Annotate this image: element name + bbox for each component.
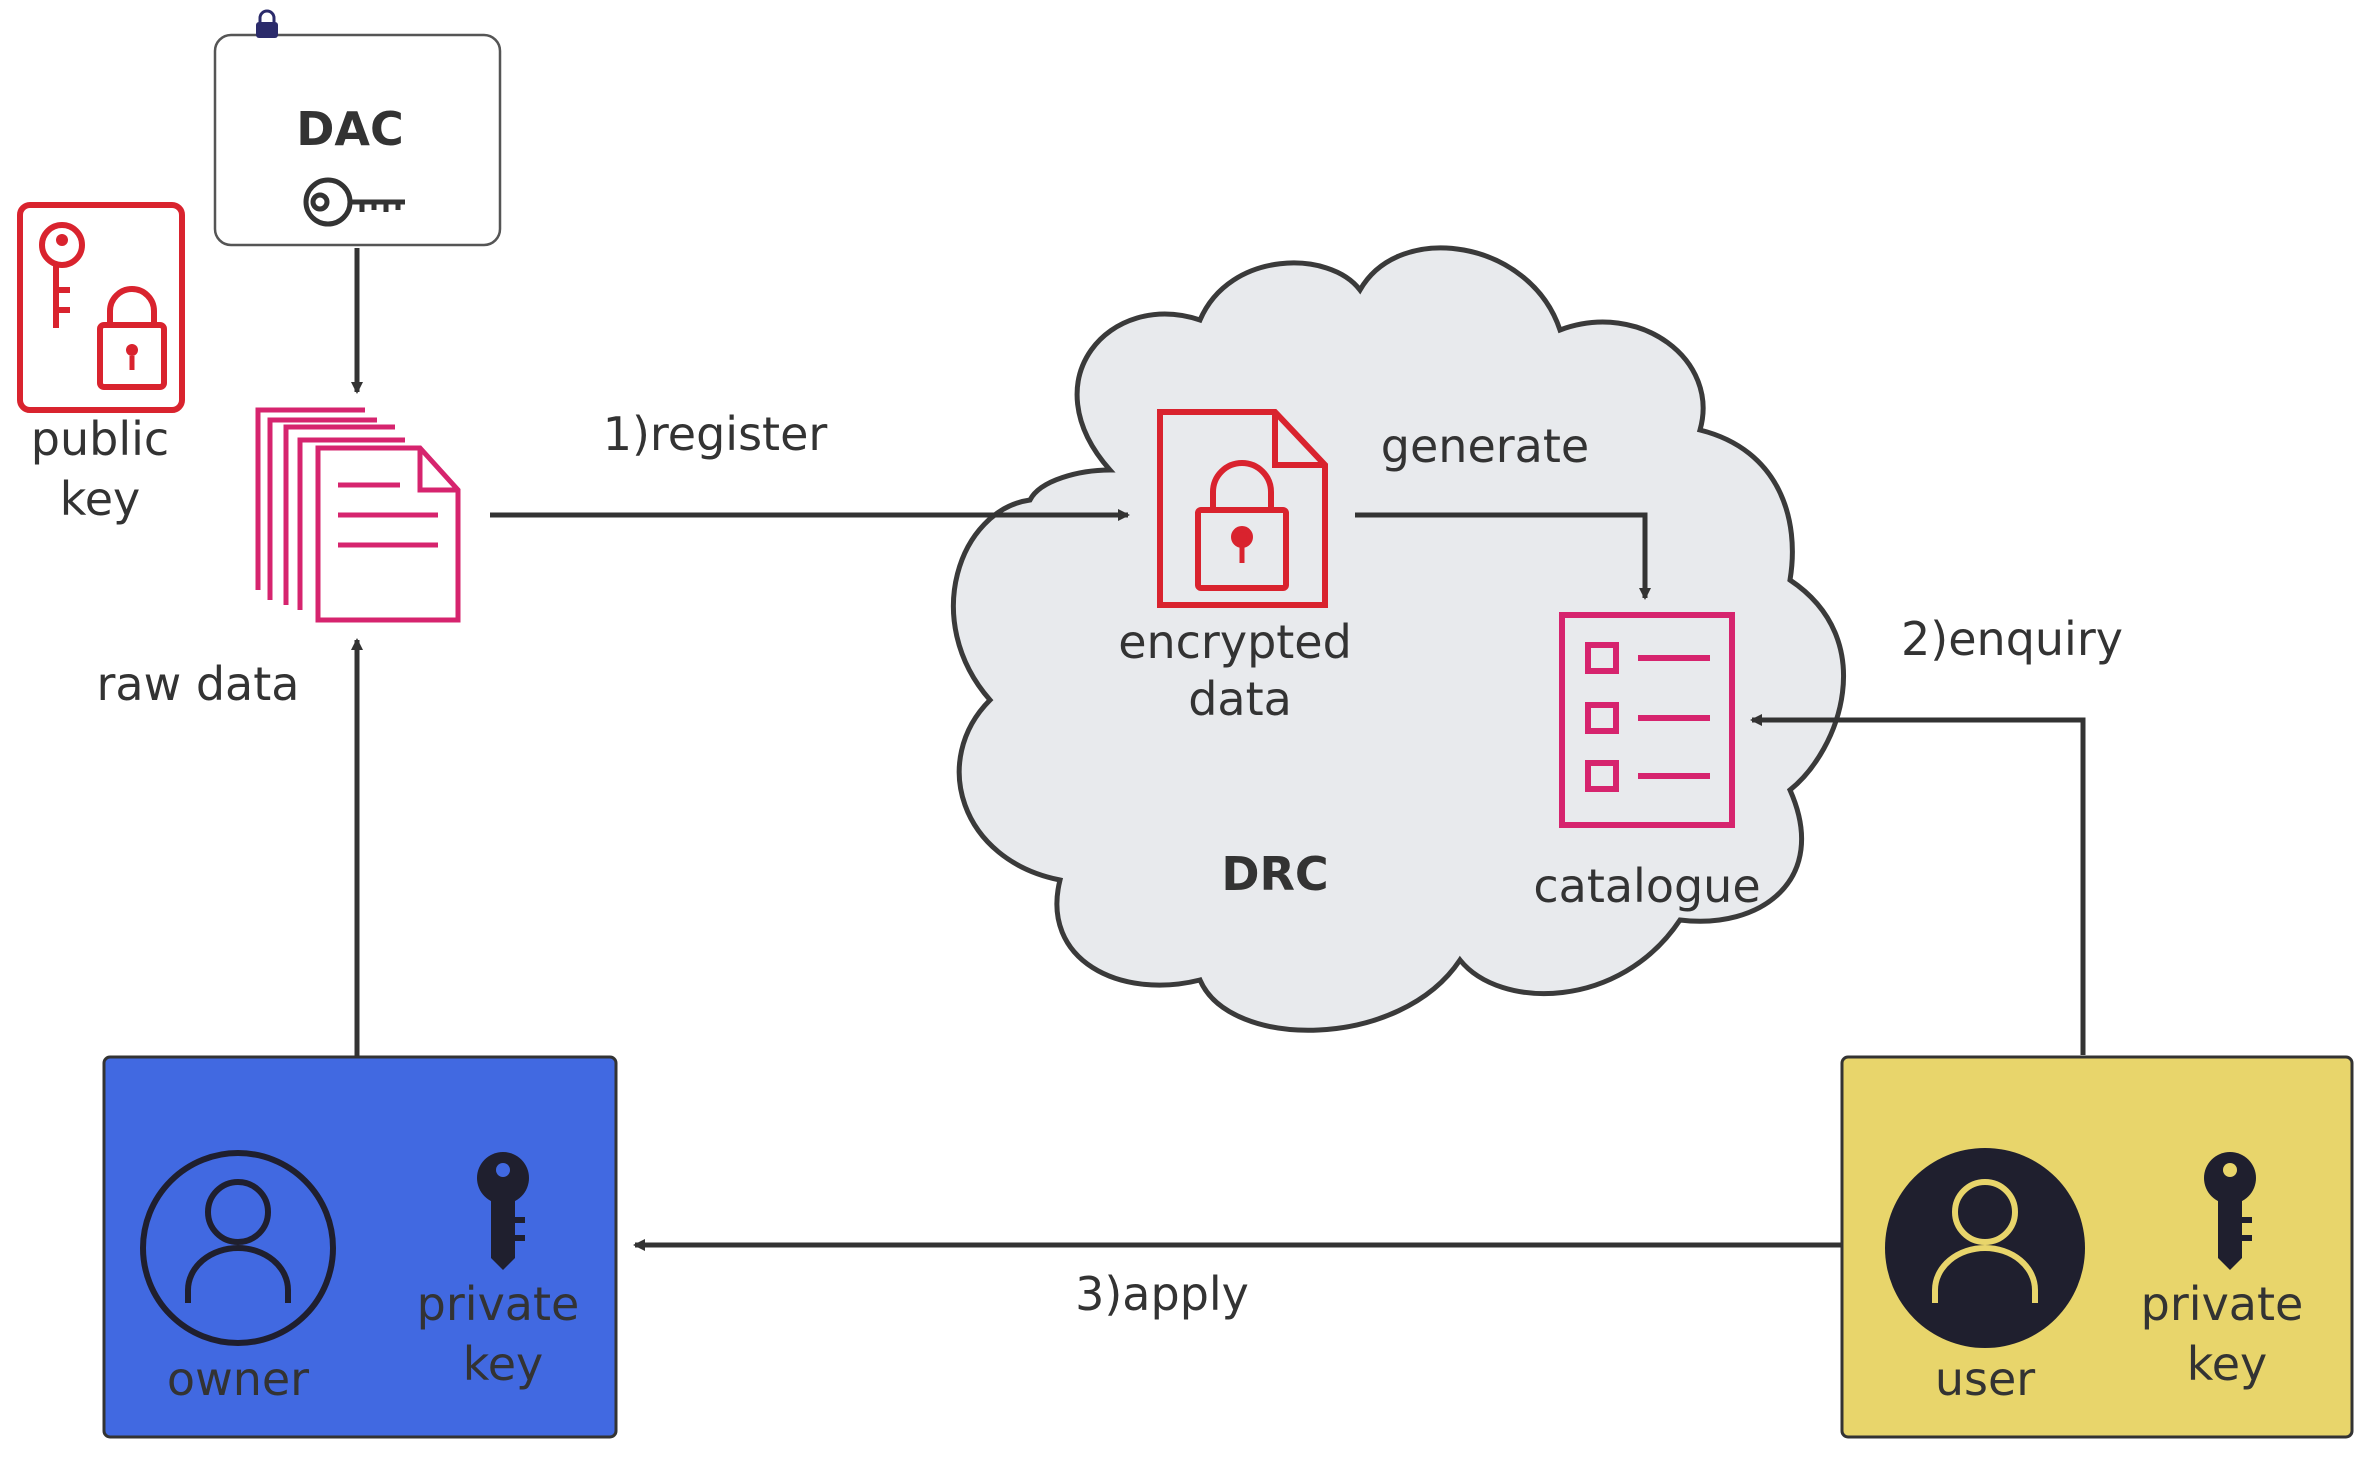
- key-lock-icon: [17, 202, 185, 413]
- catalogue-node: catalogue: [1533, 612, 1761, 913]
- apply-label: 3)apply: [1075, 1267, 1249, 1321]
- private-key-icon: [477, 1152, 529, 1270]
- arrow-generate: generate: [1355, 419, 1651, 600]
- user-private-key-line2: key: [2187, 1337, 2268, 1391]
- owner-private-key-line1: private: [417, 1277, 580, 1331]
- user-private-key-line1: private: [2141, 1277, 2304, 1331]
- raw-data-node: raw data: [97, 407, 461, 711]
- generate-label: generate: [1381, 419, 1589, 473]
- checklist-icon: [1559, 612, 1735, 828]
- register-label: 1)register: [603, 407, 828, 461]
- user-icon: [140, 1150, 336, 1346]
- user-icon: [1885, 1148, 2085, 1348]
- arrow-register: 1)register: [490, 407, 1130, 521]
- catalogue-label: catalogue: [1533, 859, 1760, 913]
- owner-private-key-line2: key: [463, 1337, 544, 1391]
- encrypted-data-label-line2: data: [1188, 672, 1292, 726]
- lock-icon: [256, 22, 278, 38]
- dac-box: DAC: [213, 9, 502, 247]
- public-key-node: public key: [17, 202, 185, 526]
- dac-label: DAC: [296, 102, 404, 156]
- public-key-label-line1: public: [31, 412, 169, 466]
- private-key-icon: [2204, 1152, 2256, 1270]
- user-box: user private key: [1840, 1055, 2354, 1439]
- arrow-enquiry: 2)enquiry: [1750, 612, 2123, 1055]
- enquiry-label: 2)enquiry: [1901, 612, 2123, 666]
- locked-file-icon: [1157, 409, 1328, 608]
- encrypted-data-node: encrypted data: [1118, 409, 1352, 726]
- arrow-apply: 3)apply: [633, 1239, 1842, 1321]
- drc-label: DRC: [1221, 847, 1328, 901]
- encrypted-data-label-line1: encrypted: [1118, 615, 1352, 669]
- owner-box: owner private key: [102, 1055, 618, 1439]
- key-icon: [303, 177, 405, 227]
- raw-data-label: raw data: [97, 657, 300, 711]
- documents-icon: [255, 407, 461, 623]
- owner-label: owner: [167, 1352, 309, 1406]
- user-label: user: [1935, 1352, 2035, 1406]
- public-key-label-line2: key: [60, 472, 141, 526]
